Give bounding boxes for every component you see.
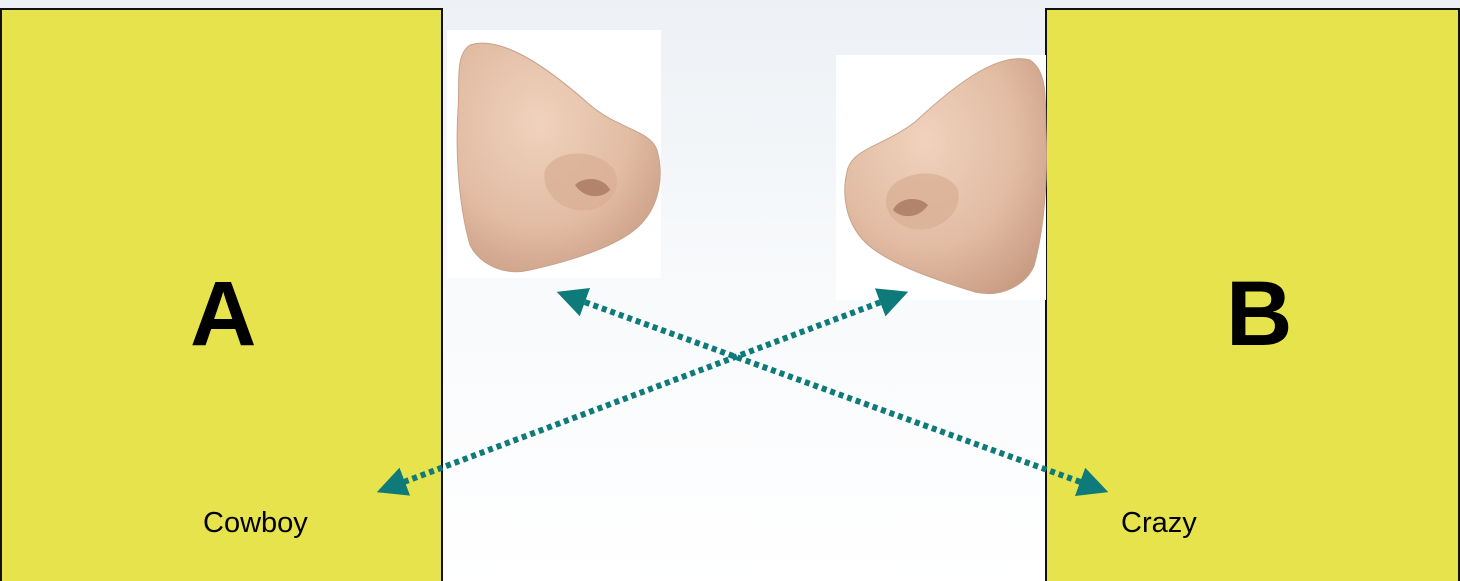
arrow-nose-right-to-cowboy xyxy=(388,296,897,488)
nose-right-icon xyxy=(845,59,1047,294)
nose-left-icon xyxy=(457,43,660,272)
arrow-nose-left-to-crazy xyxy=(568,296,1097,488)
